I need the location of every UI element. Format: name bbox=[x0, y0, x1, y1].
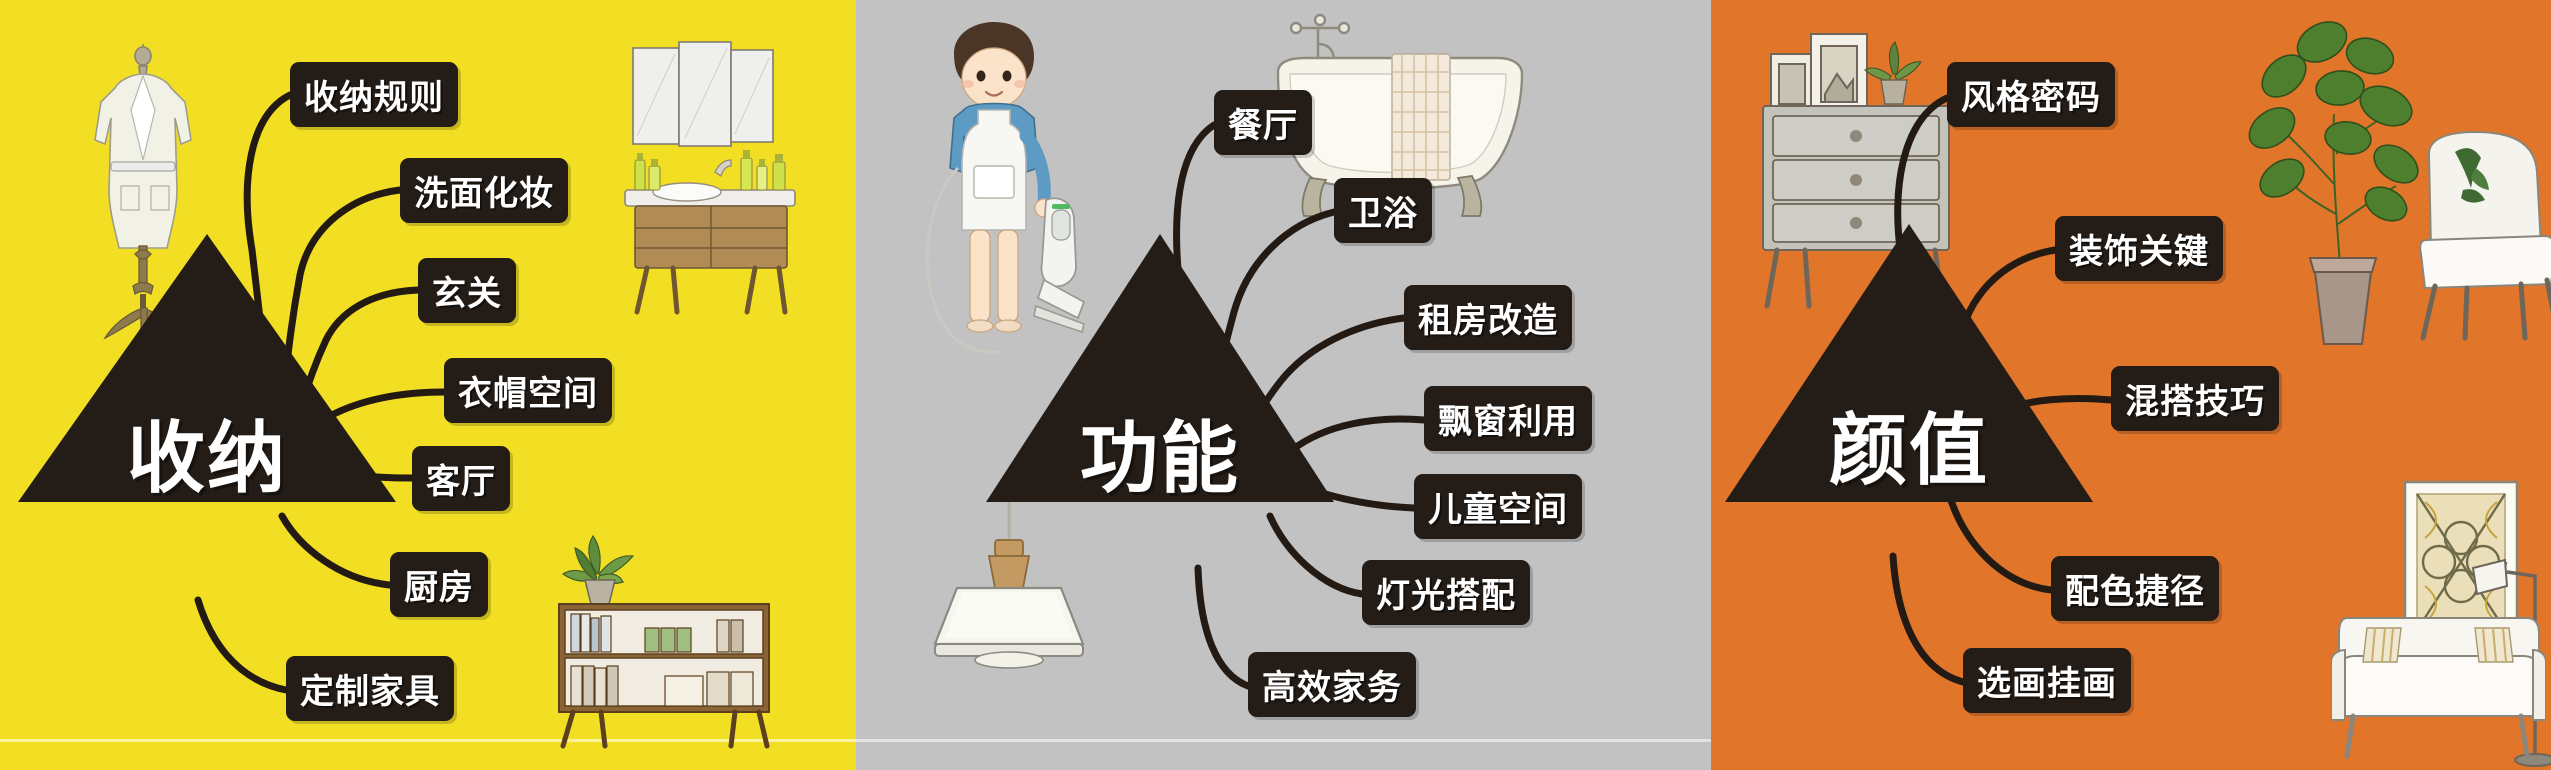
node-chip-aesthetics-2[interactable]: 混搭技巧 bbox=[2111, 366, 2279, 431]
clawfoot-bathtub-illustration bbox=[1256, 10, 1536, 240]
floor-line bbox=[856, 739, 1711, 742]
bookshelf-with-plant-illustration bbox=[545, 520, 785, 750]
woman-vacuuming-illustration bbox=[906, 18, 1136, 378]
floor-line bbox=[0, 739, 856, 742]
center-triangle-aesthetics: 颜值 bbox=[1719, 218, 2099, 508]
pendant-lamp-illustration bbox=[911, 470, 1111, 730]
node-chip-storage-6[interactable]: 定制家具 bbox=[286, 656, 454, 721]
white-sofa-illustration bbox=[2331, 600, 2546, 770]
panel-storage: 收纳 收纳规则 洗面化妆 玄关 衣帽空间 客厅 厨房 定制家具 bbox=[0, 0, 856, 770]
bathroom-vanity-mirror-illustration bbox=[615, 40, 815, 320]
accent-armchair-illustration bbox=[2401, 128, 2551, 343]
center-triangle-storage: 收纳 bbox=[12, 228, 402, 508]
node-chip-function-4[interactable]: 儿童空间 bbox=[1414, 474, 1582, 539]
node-chip-storage-0[interactable]: 收纳规则 bbox=[290, 62, 458, 127]
node-chip-function-2[interactable]: 租房改造 bbox=[1404, 285, 1572, 350]
center-triangle-function: 功能 bbox=[980, 228, 1340, 508]
node-chip-storage-4[interactable]: 客厅 bbox=[412, 446, 510, 511]
dress-form-mannequin-illustration bbox=[55, 40, 235, 340]
node-chip-function-6[interactable]: 高效家务 bbox=[1248, 652, 1416, 717]
node-chip-storage-1[interactable]: 洗面化妆 bbox=[400, 158, 568, 223]
panel-function: 功能 餐厅 卫浴 租房改造 飘窗利用 儿童空间 灯光搭配 高效家务 bbox=[856, 0, 1711, 770]
node-chip-aesthetics-3[interactable]: 配色捷径 bbox=[2051, 556, 2219, 621]
potted-fiddle-leaf-plant-illustration bbox=[2236, 14, 2446, 354]
node-chip-storage-2[interactable]: 玄关 bbox=[418, 258, 516, 323]
floor-lamp-illustration bbox=[2471, 520, 2551, 770]
node-chip-aesthetics-4[interactable]: 选画挂画 bbox=[1963, 648, 2131, 713]
node-chip-function-5[interactable]: 灯光搭配 bbox=[1362, 560, 1530, 625]
node-chip-function-3[interactable]: 飘窗利用 bbox=[1424, 386, 1592, 451]
node-chip-aesthetics-1[interactable]: 装饰关键 bbox=[2055, 216, 2223, 281]
node-chip-storage-3[interactable]: 衣帽空间 bbox=[444, 358, 612, 423]
node-chip-function-0[interactable]: 餐厅 bbox=[1214, 90, 1312, 155]
node-chip-storage-5[interactable]: 厨房 bbox=[390, 552, 488, 617]
node-chip-function-1[interactable]: 卫浴 bbox=[1334, 178, 1432, 243]
node-chip-aesthetics-0[interactable]: 风格密码 bbox=[1947, 62, 2115, 127]
panel-aesthetics: 颜值 风格密码 装饰关键 混搭技巧 配色捷径 选画挂画 bbox=[1711, 0, 2551, 770]
